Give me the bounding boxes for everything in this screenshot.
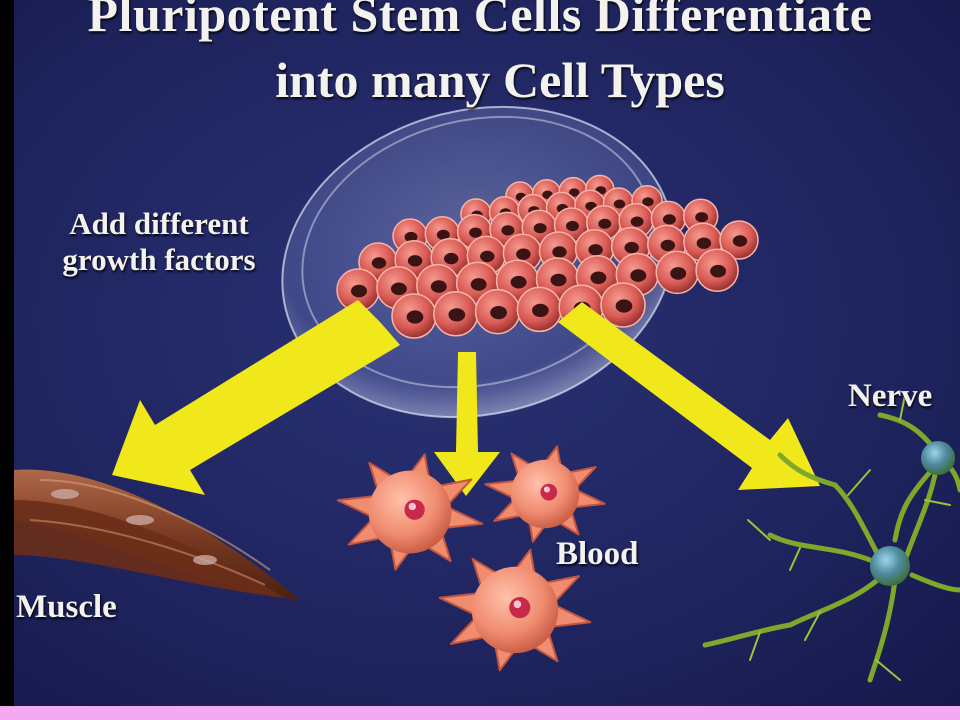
- stem-cell-nucleus: [404, 231, 418, 243]
- stem-cell-nucleus: [490, 306, 507, 320]
- stem-cell-nucleus: [516, 248, 531, 260]
- stem-cell-nucleus: [590, 271, 607, 285]
- muscle-fibers: [14, 469, 300, 600]
- slide-title-line-2: into many Cell Types: [275, 52, 725, 108]
- slide-title-line-1: Pluripotent Stem Cells Differentiate: [87, 0, 873, 42]
- blood-cell: [484, 445, 606, 543]
- stem-cell-nucleus: [532, 303, 549, 317]
- stem-cell-nucleus: [351, 284, 367, 298]
- nerve-label: Nerve: [848, 378, 933, 414]
- stem-cell-nucleus: [406, 310, 424, 324]
- stem-cell-nucleus: [624, 241, 639, 254]
- stem-cell-nucleus: [480, 250, 495, 263]
- stem-cell-nucleus: [470, 278, 487, 291]
- stem-cell-nucleus: [670, 267, 687, 280]
- arrow-to-muscle: [112, 300, 400, 495]
- stem-cell-nucleus: [662, 214, 676, 225]
- nerve-soma-lower: [870, 546, 910, 586]
- stem-cell-nucleus: [436, 229, 450, 240]
- growth-factors-label: Add different growth factors: [62, 206, 256, 277]
- stem-cell-nucleus: [448, 308, 466, 322]
- stem-cell-nucleus: [660, 239, 676, 252]
- stem-cell-nucleus: [732, 235, 748, 247]
- stem-cell-nucleus: [390, 282, 407, 296]
- stem-cell-nucleus: [696, 237, 712, 249]
- stem-cell-nucleus: [630, 216, 644, 227]
- stem-cell-nucleus: [642, 197, 654, 207]
- stem-cell-nucleus: [371, 257, 387, 269]
- blood-cells: [336, 445, 606, 672]
- left-border: [0, 0, 14, 706]
- stem-cell-nucleus: [598, 218, 612, 229]
- stem-cell-nucleus: [615, 299, 633, 313]
- stem-cell-nucleus: [501, 225, 515, 236]
- stem-cell-nucleus: [469, 227, 483, 238]
- stem-cell-nucleus: [613, 199, 626, 209]
- blood-cell: [336, 453, 484, 571]
- stem-cell-nucleus: [430, 280, 447, 293]
- bottom-bar: [0, 706, 960, 720]
- stem-cell-nucleus: [510, 275, 527, 289]
- nerve-soma-upper: [921, 441, 955, 475]
- stem-cell-nucleus: [566, 220, 579, 232]
- arrow-to-blood: [434, 352, 500, 496]
- muscle-label: Muscle: [16, 589, 117, 625]
- stem-cell-nucleus: [407, 255, 423, 267]
- stem-cell-nucleus: [443, 252, 459, 265]
- blood-label: Blood: [556, 536, 639, 572]
- stem-cell-nucleus: [568, 188, 580, 197]
- stem-cell-nucleus: [552, 246, 567, 258]
- stem-cell-nucleus: [695, 212, 709, 223]
- stem-cell-colony: [336, 174, 759, 339]
- stem-cell-nucleus: [588, 244, 603, 256]
- arrow-to-nerve: [558, 302, 820, 490]
- stem-cell-nucleus: [710, 264, 727, 278]
- stem-cell-nucleus: [550, 273, 567, 287]
- stem-cell-nucleus: [630, 269, 647, 282]
- nerve-cells: [702, 394, 960, 683]
- stem-cell-nucleus: [533, 223, 547, 234]
- blood-cell: [438, 548, 592, 672]
